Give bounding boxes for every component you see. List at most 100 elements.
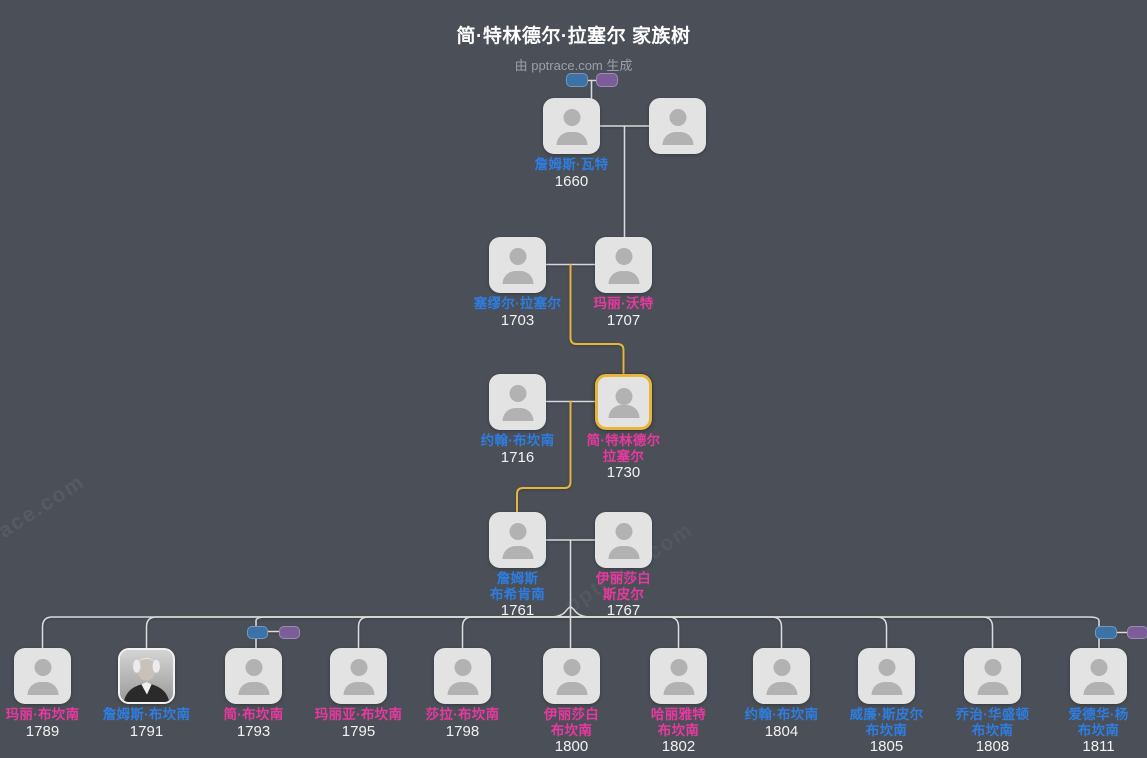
person-node-mary-watt[interactable]: 玛丽·沃特 1707 — [549, 237, 699, 329]
person-node-james-buchanan-father[interactable]: 詹姆斯布希肯南 1761 — [443, 512, 593, 619]
bus-drop-child-8 — [569, 616, 783, 649]
avatar-placeholder-icon[interactable] — [595, 374, 652, 430]
person-name: 玛丽·沃特 — [593, 296, 654, 311]
person-node-child-11[interactable]: 爱德华·杨布坎南 1811 — [1024, 648, 1147, 755]
person-name: 约翰·布坎南 — [744, 707, 819, 722]
bus-drop-child-7 — [569, 616, 680, 649]
avatar-placeholder-icon[interactable] — [489, 237, 546, 293]
person-name: 哈丽雅特 — [650, 707, 707, 722]
header: 简·特林德尔·拉塞尔 家族树 由 pptrace.com 生成 — [0, 21, 1147, 74]
person-birth-year: 1707 — [606, 311, 641, 329]
avatar-placeholder-icon[interactable] — [1070, 648, 1127, 704]
bus-drop-child-9 — [569, 616, 888, 649]
person-label: 詹姆斯·瓦特 1660 — [535, 157, 609, 190]
bus-drop-child-3 — [255, 616, 572, 627]
collapsed-couple-female-pill[interactable] — [595, 73, 618, 87]
collapsed-couple-female-pill[interactable] — [278, 625, 300, 639]
person-node-jane-trindell-russell-highlighted[interactable]: 简·特林德尔拉塞尔 1730 — [549, 374, 699, 481]
person-label: 莎拉·布坎南 1798 — [426, 707, 500, 740]
person-birth-year: 1703 — [500, 311, 535, 329]
person-name: 简·布坎南 — [223, 707, 284, 722]
person-label: 伊丽莎白斯皮尔 1767 — [595, 571, 652, 619]
person-label: 詹姆斯·布坎南 1791 — [103, 707, 191, 740]
person-label: 哈丽雅特布坎南 1802 — [650, 707, 707, 755]
person-birth-year: 1716 — [500, 448, 535, 466]
bus-drop-child-2 — [145, 616, 572, 649]
page-subtitle: 由 pptrace.com 生成 — [514, 58, 633, 73]
person-label: 约翰·布坎南 1804 — [745, 707, 819, 740]
person-label: 简·布坎南 1793 — [224, 707, 284, 740]
person-node-child-8[interactable]: 约翰·布坎南 1804 — [707, 648, 857, 740]
person-node-samuel-russell[interactable]: 塞缪尔·拉塞尔 1703 — [443, 237, 593, 329]
person-label: 乔治·华盛顿布坎南 1808 — [955, 707, 1030, 755]
person-birth-year: 1800 — [554, 738, 589, 755]
collapsed-couple-female-pill[interactable] — [1126, 626, 1147, 639]
person-label: 玛丽·沃特 1707 — [594, 296, 654, 329]
person-birth-year: 1789 — [25, 722, 60, 740]
person-node-child-10[interactable]: 乔治·华盛顿布坎南 1808 — [918, 648, 1068, 755]
avatar-placeholder-icon[interactable] — [964, 648, 1021, 704]
person-label: 玛丽·布坎南 1789 — [6, 707, 80, 740]
person-name: 威廉·斯皮尔 — [849, 707, 924, 722]
person-name: 爱德华·杨 — [1068, 707, 1129, 722]
person-birth-year: 1798 — [445, 722, 480, 740]
avatar-placeholder-icon[interactable] — [14, 648, 71, 704]
avatar-placeholder-icon[interactable] — [489, 512, 546, 568]
person-name: 乔治·华盛顿 — [955, 707, 1030, 722]
person-node-child-6[interactable]: 伊丽莎白布坎南 1800 — [497, 648, 647, 755]
fanout-brace — [549, 606, 592, 618]
person-node-john-buchanan-sr[interactable]: 约翰·布坎南 1716 — [443, 374, 593, 466]
person-node-unnamed-partner[interactable] — [603, 98, 753, 157]
avatar-placeholder-icon[interactable] — [330, 648, 387, 704]
collapsed-couple-male-pill[interactable] — [246, 625, 268, 639]
avatar-placeholder-icon[interactable] — [858, 648, 915, 704]
person-name: 伊丽莎白 — [543, 707, 600, 722]
person-label: 简·特林德尔拉塞尔 1730 — [586, 433, 661, 481]
person-birth-year: 1761 — [500, 602, 535, 619]
person-birth-year: 1802 — [661, 738, 696, 755]
person-name: 莎拉·布坎南 — [425, 707, 500, 722]
person-birth-year: 1805 — [869, 738, 904, 755]
portrait-photo[interactable] — [118, 648, 175, 704]
avatar-placeholder-icon[interactable] — [225, 648, 282, 704]
person-label: 爱德华·杨布坎南 1811 — [1068, 707, 1129, 755]
avatar-placeholder-icon[interactable] — [595, 237, 652, 293]
person-node-child-9[interactable]: 威廉·斯皮尔布坎南 1805 — [812, 648, 962, 755]
person-name: 詹姆斯·瓦特 — [534, 157, 609, 172]
person-node-child-1[interactable]: 玛丽·布坎南 1789 — [0, 648, 118, 740]
avatar-placeholder-icon[interactable] — [753, 648, 810, 704]
person-node-child-5[interactable]: 莎拉·布坎南 1798 — [388, 648, 538, 740]
avatar-placeholder-icon[interactable] — [649, 98, 706, 154]
collapsed-couple-male-pill[interactable] — [566, 73, 588, 87]
person-node-child-2-james-buchanan[interactable]: 詹姆斯·布坎南 1791 — [72, 648, 222, 740]
avatar-placeholder-icon[interactable] — [489, 374, 546, 430]
person-birth-year: 1811 — [1082, 738, 1115, 755]
page-title: 简·特林德尔·拉塞尔 家族树 — [456, 26, 691, 47]
bus-drop-child-5 — [461, 616, 572, 649]
avatar-placeholder-icon[interactable] — [595, 512, 652, 568]
person-birth-year: 1767 — [606, 602, 641, 619]
person-name: 詹姆斯 — [496, 571, 539, 586]
avatar-placeholder-icon[interactable] — [650, 648, 707, 704]
portrait-photo-illustration — [120, 650, 173, 702]
person-name: 玛丽亚·布坎南 — [314, 707, 403, 722]
person-node-elizabeth-speer[interactable]: 伊丽莎白斯皮尔 1767 — [549, 512, 699, 619]
avatar-placeholder-icon[interactable] — [434, 648, 491, 704]
person-node-child-7[interactable]: 哈丽雅特布坎南 1802 — [604, 648, 754, 755]
person-birth-year: 1793 — [236, 722, 271, 740]
avatar-placeholder-icon[interactable] — [543, 98, 600, 154]
person-name: 简·特林德尔 — [586, 433, 661, 448]
person-name: 约翰·布坎南 — [480, 433, 555, 448]
person-name: 詹姆斯·布坎南 — [102, 707, 191, 722]
person-name: 塞缪尔·拉塞尔 — [473, 296, 562, 311]
person-birth-year: 1730 — [606, 464, 641, 481]
person-node-child-4[interactable]: 玛丽亚·布坎南 1795 — [284, 648, 434, 740]
person-node-child-3[interactable]: 简·布坎南 1793 — [179, 648, 329, 740]
person-label: 玛丽亚·布坎南 1795 — [315, 707, 403, 740]
person-node-james-watt[interactable]: 詹姆斯·瓦特 1660 — [497, 98, 647, 190]
person-label: 伊丽莎白布坎南 1800 — [543, 707, 600, 755]
avatar-placeholder-icon[interactable] — [543, 648, 600, 704]
collapsed-couple-male-pill[interactable] — [1095, 626, 1117, 639]
